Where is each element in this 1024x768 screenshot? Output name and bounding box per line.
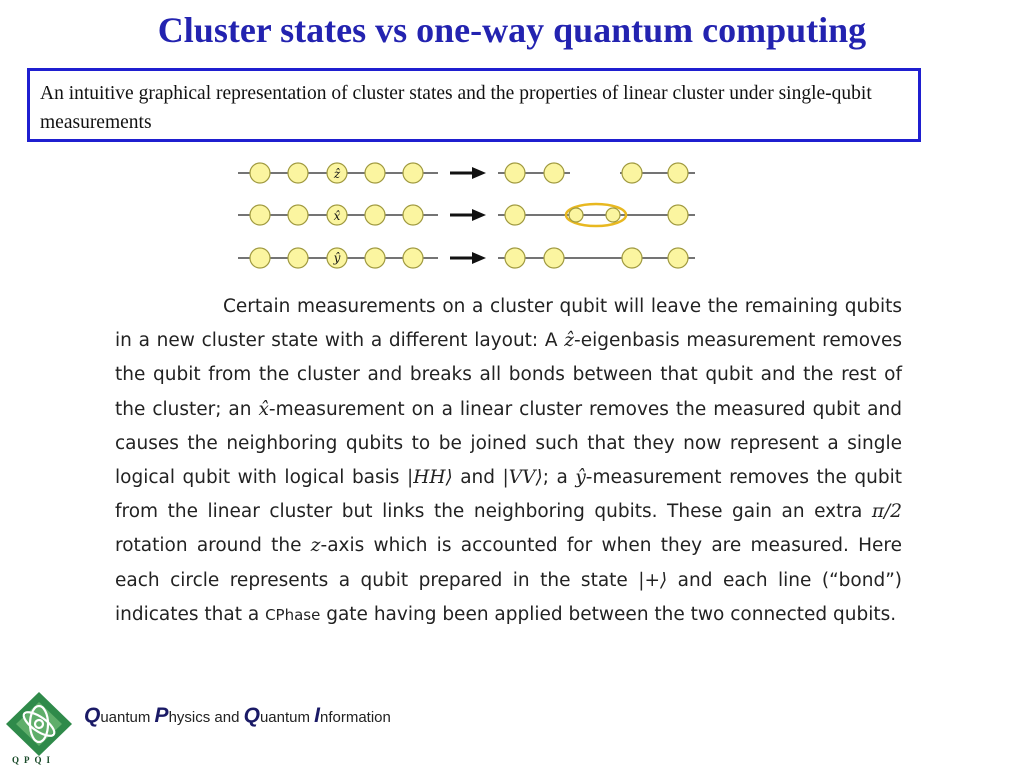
qpqi-logo-icon	[6, 692, 72, 756]
body-paragraph: Certain measurements on a cluster qubit …	[115, 296, 903, 625]
caption-box: An intuitive graphical representation of…	[27, 68, 921, 142]
logical-qubit-highlight	[564, 202, 628, 228]
z-measurement-label: ẑ	[333, 167, 341, 181]
slide-title: Cluster states vs one-way quantum comput…	[157, 10, 867, 50]
qpqi-badge: QPQI	[12, 755, 56, 765]
y-measurement-label: ŷ	[333, 251, 341, 265]
cluster-diagram: ẑ x̂ ŷ	[238, 162, 695, 269]
institute-name: Quantum Physics and Quantum Information	[84, 704, 391, 727]
x-measurement-label: x̂	[334, 209, 341, 223]
